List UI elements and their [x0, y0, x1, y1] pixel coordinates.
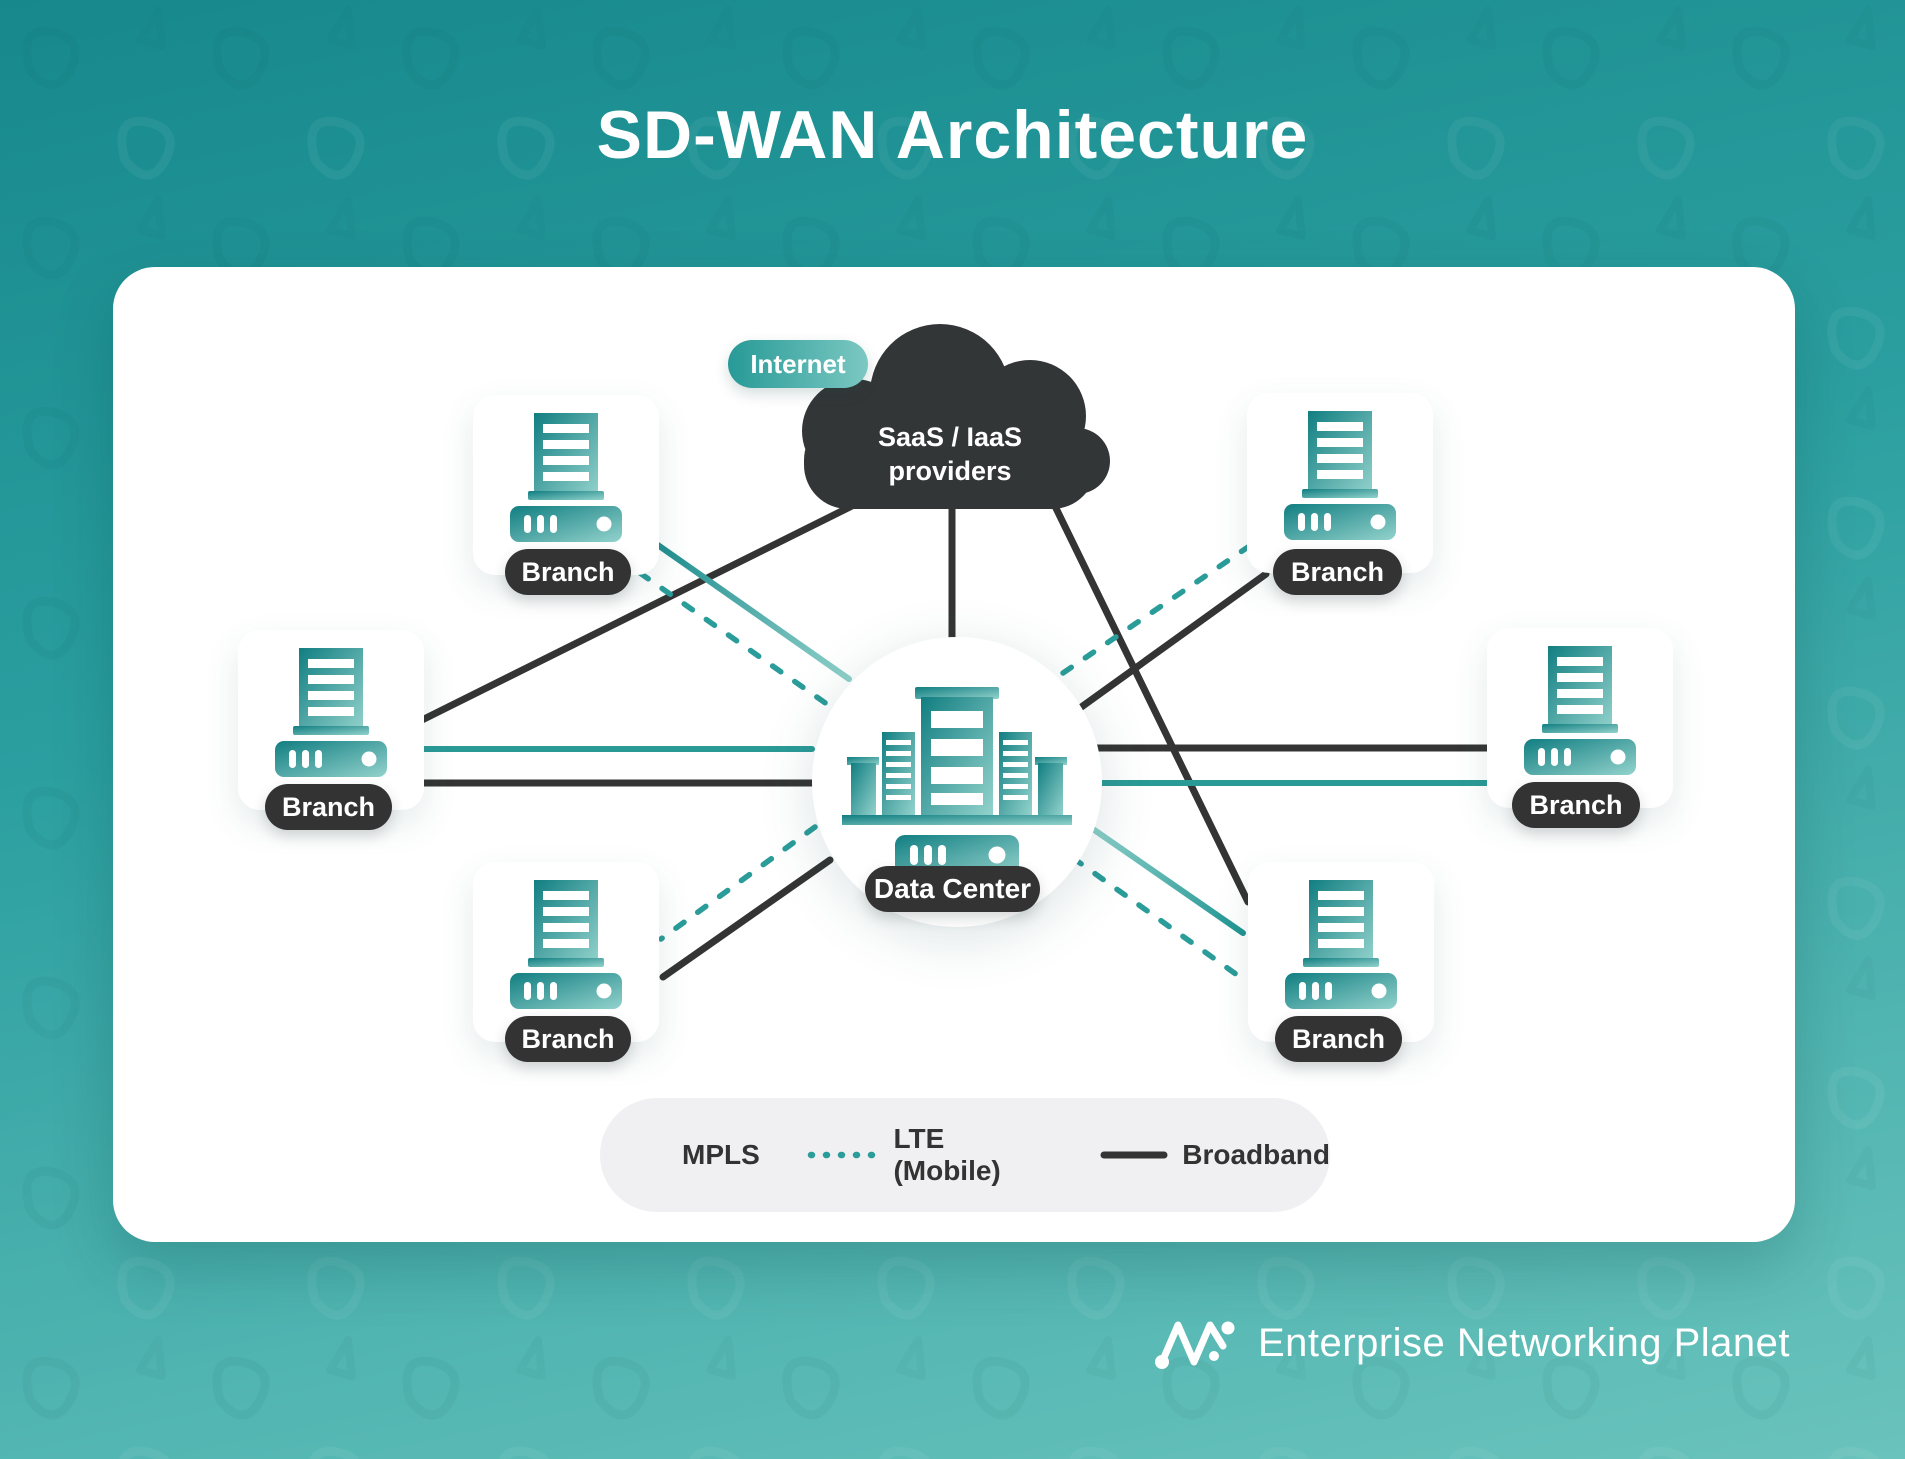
saas-cloud-label: SaaS / IaaS providers	[800, 420, 1100, 488]
datacenter-icon	[842, 687, 1072, 877]
brand-logo-icon	[1155, 1321, 1235, 1369]
branch-label-top-left: Branch	[505, 549, 631, 595]
server-icon	[1266, 880, 1416, 1010]
branch-card-bottom-left	[473, 862, 659, 1042]
saas-cloud-label-line1: SaaS / IaaS	[877, 422, 1023, 452]
branch-label-text: Branch	[521, 556, 615, 587]
data-center-label-text: Data Center	[873, 873, 1032, 904]
internet-badge: Internet	[728, 340, 868, 388]
server-icon	[491, 413, 641, 543]
legend-label-mpls: MPLS	[682, 1139, 760, 1170]
legend-item-lte: LTE (Mobile)	[806, 1123, 1054, 1187]
broadband-line-swatch	[1100, 1151, 1168, 1159]
lte-line-swatch	[807, 1151, 880, 1159]
branch-card-mid-left	[238, 630, 424, 810]
branch-label-bottom-right: Branch	[1275, 1016, 1402, 1062]
saas-cloud-label-line2: providers	[888, 456, 1012, 486]
branch-label-top-right: Branch	[1273, 549, 1402, 595]
branch-card-bottom-right	[1248, 862, 1434, 1042]
server-icon	[256, 648, 406, 778]
brand-footer: Enterprise Networking Planet	[1150, 1312, 1790, 1374]
branch-label-text: Branch	[1291, 1023, 1386, 1054]
branch-label-text: Branch	[521, 1023, 615, 1054]
saas-cloud-shape	[802, 324, 1110, 509]
server-icon	[491, 880, 641, 1010]
brand-name: Enterprise Networking Planet	[1258, 1320, 1791, 1365]
internet-badge-label: Internet	[750, 348, 846, 379]
page-title: SD-WAN Architecture	[596, 97, 1309, 173]
branch-label-text: Branch	[1529, 789, 1623, 820]
data-center-label: Data Center	[865, 866, 1040, 912]
legend-item-broadband: Broadband	[1100, 1139, 1330, 1171]
legend-label-lte: LTE (Mobile)	[893, 1123, 1001, 1186]
server-icon	[1265, 411, 1415, 541]
branch-label-mid-right: Branch	[1512, 782, 1640, 828]
mpls-line-swatch	[600, 1151, 668, 1159]
legend-label-broadband: Broadband	[1182, 1139, 1330, 1170]
branch-label-mid-left: Branch	[265, 784, 392, 830]
branch-label-text: Branch	[281, 791, 376, 822]
branch-label-bottom-left: Branch	[505, 1016, 631, 1062]
legend-item-mpls: MPLS	[600, 1139, 760, 1171]
branch-card-top-right	[1247, 393, 1433, 573]
branch-card-top-left	[473, 395, 659, 575]
branch-card-mid-right	[1487, 628, 1673, 808]
server-icon	[1505, 646, 1655, 776]
legend: MPLS LTE (Mobile) Broadband	[600, 1098, 1330, 1212]
branch-label-text: Branch	[1290, 556, 1385, 587]
